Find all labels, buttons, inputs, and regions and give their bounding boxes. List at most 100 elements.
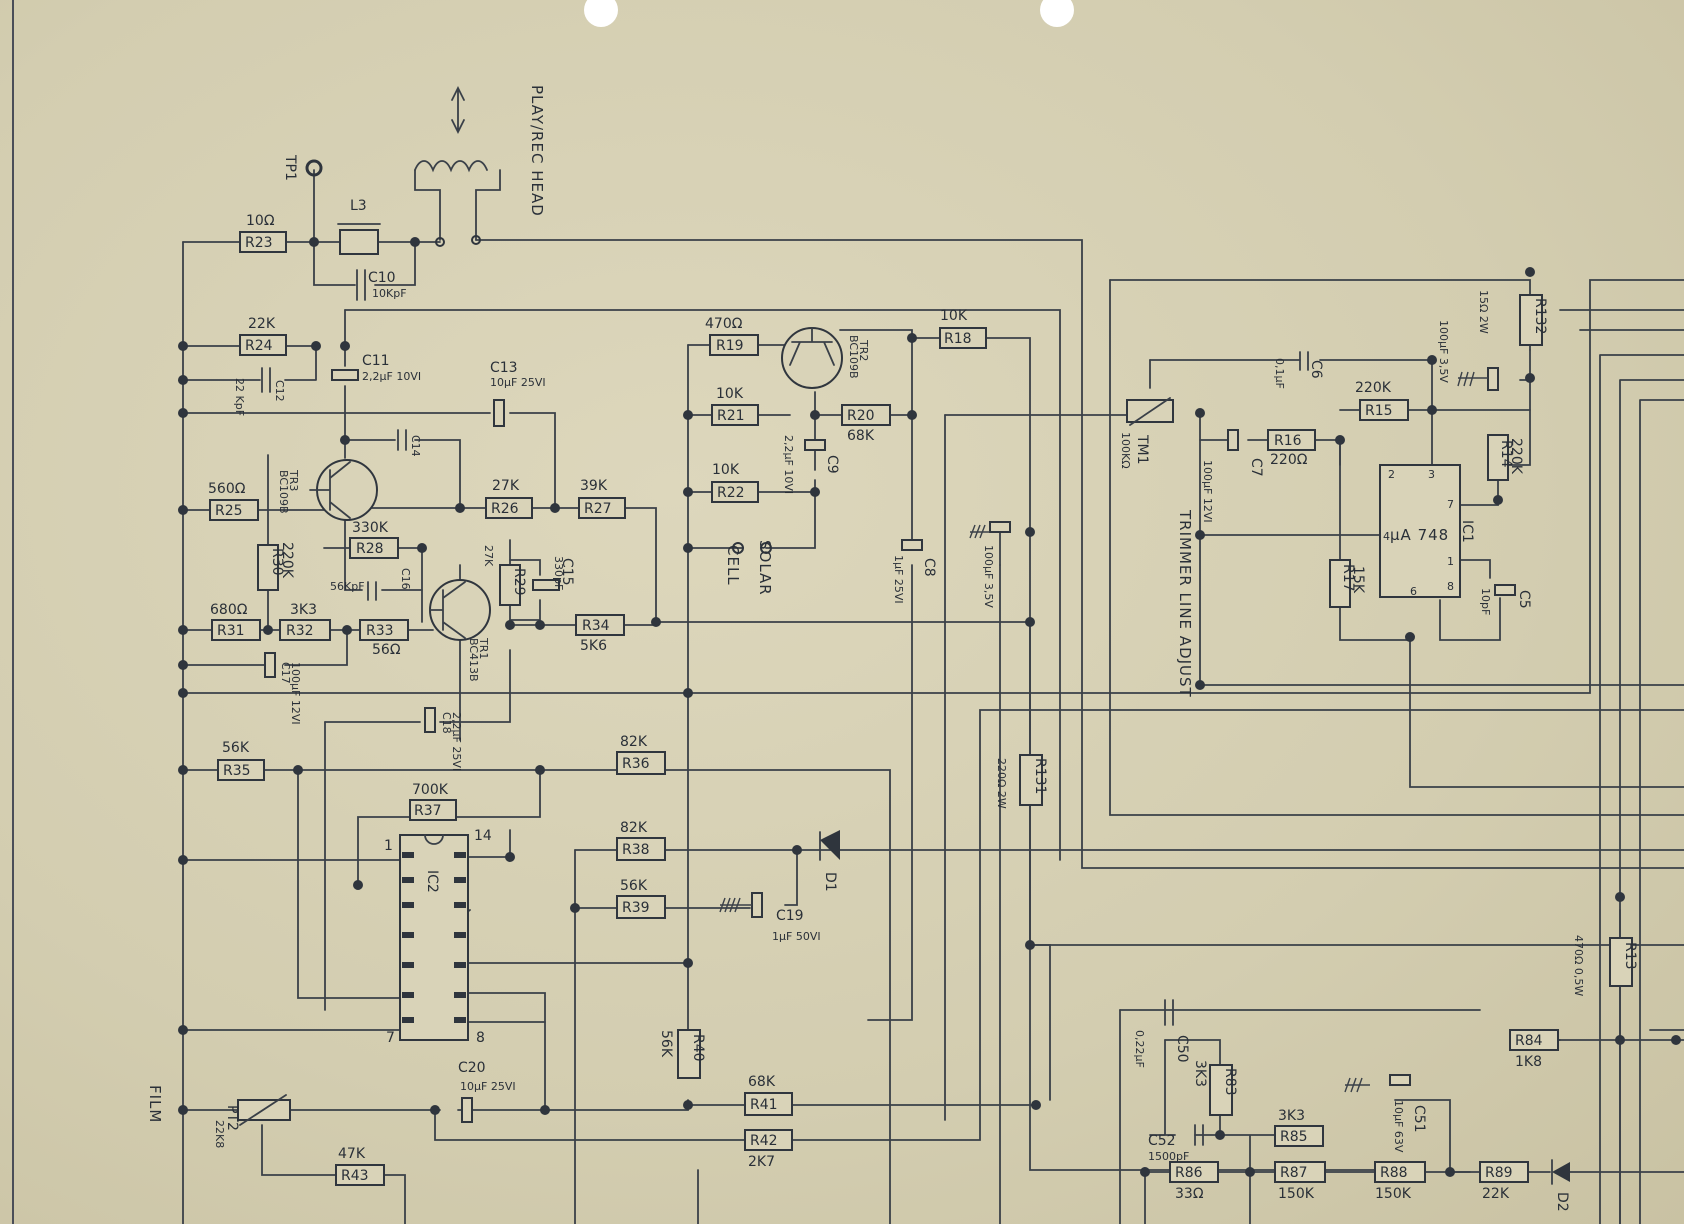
svg-text:C12: C12	[273, 380, 286, 402]
junction-dot	[178, 408, 188, 418]
svg-text:R42: R42	[750, 1133, 778, 1149]
svg-text:150K: 150K	[1375, 1186, 1412, 1202]
svg-text:15Ω 2W: 15Ω 2W	[1477, 290, 1490, 334]
resistor-r23: R23 10Ω	[239, 213, 287, 253]
svg-text:10K: 10K	[940, 308, 968, 324]
capacitor-c9: C9 2,2µF 10VI	[782, 435, 840, 494]
svg-text:56K: 56K	[222, 740, 250, 756]
svg-text:PT2: PT2	[224, 1105, 240, 1131]
svg-text:47K: 47K	[338, 1146, 366, 1162]
svg-text:C17: C17	[279, 662, 292, 684]
junction-dot	[540, 1105, 550, 1115]
capacitor-c19: C19 1µF 50VI	[719, 892, 821, 943]
resistor-r88: R88 150K	[1374, 1161, 1426, 1202]
junction-dot	[683, 487, 693, 497]
resistor-r18: R18 10K	[939, 308, 987, 349]
junction-dot	[178, 765, 188, 775]
svg-text:2,2µF 10VI: 2,2µF 10VI	[362, 370, 421, 383]
resistor-r21: R21 10K	[711, 386, 759, 426]
capacitor-c7: C7 100µF 12VI	[1201, 429, 1264, 523]
capacitor-c12: C12 22 KpF	[233, 367, 286, 416]
svg-text:R88: R88	[1380, 1165, 1408, 1181]
junction-dot	[178, 1025, 188, 1035]
svg-text:R41: R41	[750, 1097, 778, 1113]
junction-dot	[651, 617, 661, 627]
junction-dot	[293, 765, 303, 775]
svg-text:39K: 39K	[580, 478, 608, 494]
capacitor-c15: C15 330pF	[532, 556, 575, 591]
svg-text:TR1: TR1	[477, 637, 490, 659]
svg-text:3K3: 3K3	[1192, 1060, 1208, 1087]
junction-dot	[1405, 632, 1415, 642]
svg-text:TR3: TR3	[287, 469, 300, 491]
junction-dot	[178, 625, 188, 635]
punch-hole	[1040, 0, 1074, 27]
resistor-r30: R30 220K	[257, 542, 295, 591]
resistor-r132: R132 15Ω 2W	[1477, 290, 1548, 346]
test-point-tp1: TP1	[282, 154, 323, 181]
svg-text:100µF 12VI: 100µF 12VI	[1201, 460, 1214, 523]
resistor-r37: R37 700K	[409, 782, 457, 821]
resistor-r86: R86 33Ω	[1169, 1161, 1219, 1202]
svg-text:PLAY/REC HEAD: PLAY/REC HEAD	[528, 85, 546, 217]
svg-text:560Ω: 560Ω	[208, 481, 246, 497]
svg-text:82K: 82K	[620, 734, 648, 750]
capacitor-c8: C8 1µF 25VI	[892, 539, 937, 604]
svg-text:R20: R20	[847, 408, 875, 424]
svg-text:100µF 3,5V: 100µF 3,5V	[982, 545, 995, 608]
svg-text:68K: 68K	[847, 428, 875, 444]
junction-dot	[178, 375, 188, 385]
svg-text:1µF 50VI: 1µF 50VI	[772, 930, 821, 943]
svg-text:BC109B: BC109B	[847, 335, 860, 379]
svg-text:470Ω: 470Ω	[705, 316, 743, 332]
resistor-r28: R28 330K	[349, 520, 399, 559]
svg-text:R35: R35	[223, 763, 251, 779]
svg-text:220K: 220K	[1508, 438, 1524, 475]
junction-dot	[1427, 355, 1437, 365]
svg-text:C5: C5	[1516, 590, 1532, 609]
svg-text:2: 2	[1388, 468, 1395, 481]
resistor-r41: R41 68K	[744, 1074, 793, 1116]
resistor-r39: R39 56K	[616, 878, 666, 919]
junction-dot	[683, 1100, 693, 1110]
junction-dot	[178, 688, 188, 698]
svg-text:56KpF: 56KpF	[330, 580, 365, 593]
resistor-r24: R24 22K	[239, 316, 287, 356]
resistor-r33: R33 56Ω	[359, 619, 409, 658]
svg-text:56Ω: 56Ω	[372, 642, 401, 658]
transistor-tr2: TR2 BC109B	[781, 327, 870, 389]
junction-dot	[683, 543, 693, 553]
capacitor-c52: C52 1500pF	[1148, 1124, 1204, 1163]
play-rec-head: PLAY/REC HEAD	[414, 85, 546, 247]
svg-text:4: 4	[1383, 530, 1390, 543]
svg-text:C51: C51	[1411, 1105, 1427, 1133]
svg-text:22K: 22K	[1482, 1186, 1510, 1202]
ic-ic2: IC2 1 14 7 8	[384, 828, 492, 1046]
resistor-r26: R26 27K	[485, 478, 533, 519]
capacitor-c10: C10 10KpF	[356, 269, 407, 301]
junction-dot	[1335, 435, 1345, 445]
svg-text:C50: C50	[1174, 1035, 1190, 1063]
svg-text:100µF 3,5V: 100µF 3,5V	[1437, 320, 1450, 383]
resistor-r19: R19 470Ω	[705, 316, 759, 356]
junction-dot	[1525, 373, 1535, 383]
svg-text:C7: C7	[1248, 458, 1264, 477]
resistor-r17: R17 15K	[1329, 559, 1366, 608]
svg-text:68K: 68K	[748, 1074, 776, 1090]
svg-text:µA 748: µA 748	[1390, 526, 1449, 544]
resistor-r22: R22 10K	[711, 462, 759, 503]
svg-text:R27: R27	[584, 501, 612, 517]
svg-text:5K6: 5K6	[580, 638, 607, 654]
transistor-tr3: TR3 BC109B	[277, 459, 378, 521]
junction-dot	[683, 410, 693, 420]
resistor-r131: R131 220Ω 2W	[995, 754, 1048, 809]
svg-text:IC1: IC1	[1459, 520, 1475, 543]
junction-dot	[810, 410, 820, 420]
capacitor-cr132: 100µF 3,5V	[1437, 320, 1499, 391]
svg-text:C11: C11	[362, 353, 390, 369]
svg-text:27K: 27K	[492, 478, 520, 494]
resistor-r42: R42 2K7	[744, 1129, 793, 1170]
junction-dot	[535, 620, 545, 630]
